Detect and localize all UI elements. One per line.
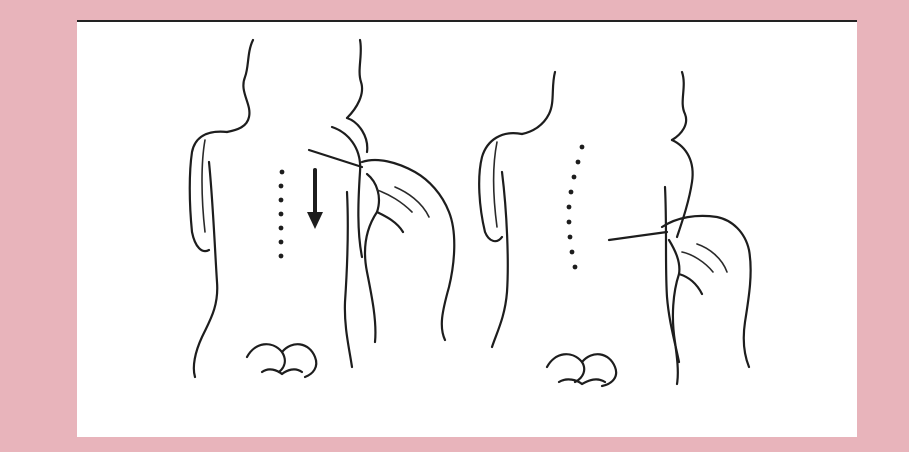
hand-right <box>662 216 751 384</box>
spine-dots-left <box>279 170 285 259</box>
hand-left <box>362 160 454 342</box>
infant-back-right <box>479 72 750 386</box>
infant-back-left <box>190 40 455 377</box>
illustration-panel <box>77 20 857 437</box>
illustration-svg <box>77 22 857 437</box>
down-arrow-icon <box>307 170 323 229</box>
spine-dots-right <box>567 145 585 270</box>
